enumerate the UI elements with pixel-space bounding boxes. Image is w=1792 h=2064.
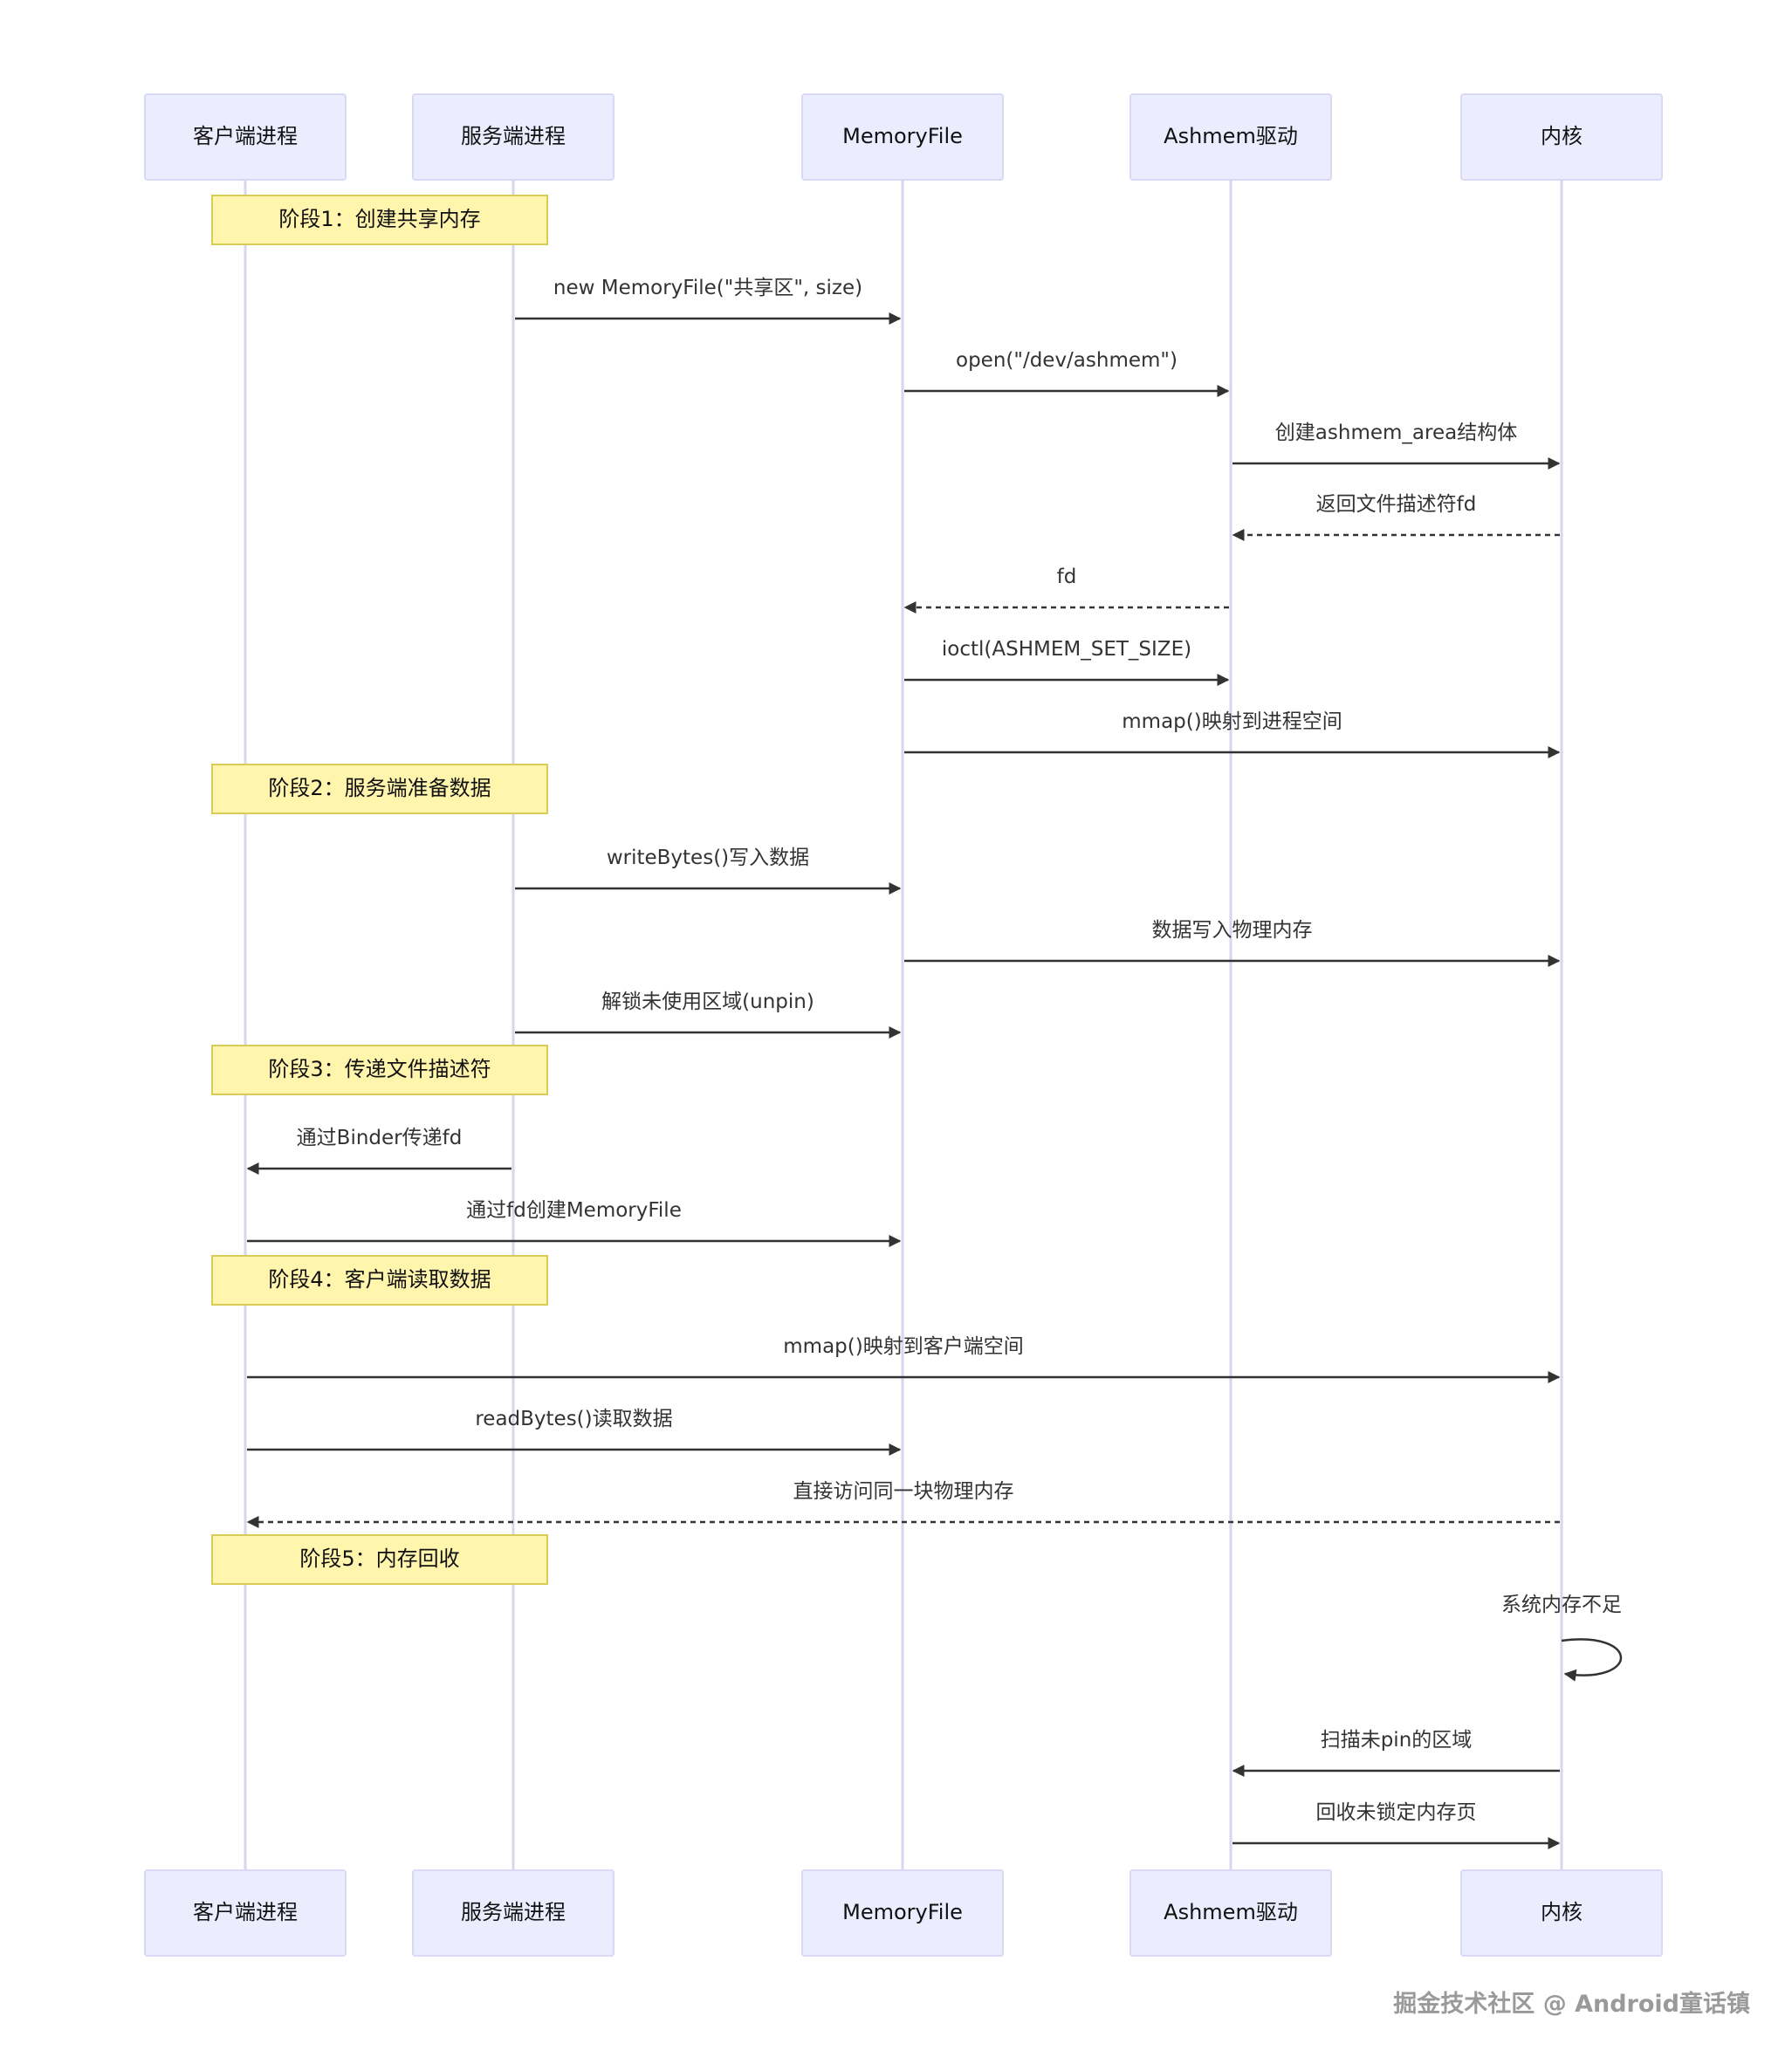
note-box <box>211 1255 548 1306</box>
actor-box <box>1460 1869 1663 1957</box>
message-8: writeBytes()写入数据 <box>515 847 902 895</box>
message-label: 通过fd创建MemoryFile <box>466 1199 682 1222</box>
actor-label: 服务端进程 <box>461 1900 566 1924</box>
note-label: 阶段2：服务端准备数据 <box>268 776 491 800</box>
message-label: 返回文件描述符fd <box>1316 493 1477 516</box>
note-label: 阶段4：客户端读取数据 <box>268 1267 491 1292</box>
actor-label: 客户端进程 <box>193 1900 298 1924</box>
note-label: 阶段1：创建共享内存 <box>278 207 480 231</box>
message-13: mmap()映射到客户端空间 <box>247 1335 1561 1383</box>
message-label: open("/dev/ashmem") <box>956 349 1178 372</box>
message-label: 回收未锁定内存页 <box>1316 1801 1477 1824</box>
note-label: 阶段5：内存回收 <box>299 1546 459 1571</box>
message-3: 创建ashmem_area结构体 <box>1232 422 1561 470</box>
message-14: readBytes()读取数据 <box>247 1408 902 1456</box>
actor-label: Ashmem驱动 <box>1164 1900 1298 1924</box>
message-4: 返回文件描述符fd <box>1232 493 1560 541</box>
message-label: ioctl(ASHMEM_SET_SIZE) <box>942 638 1191 661</box>
message-label: 数据写入物理内存 <box>1152 919 1313 942</box>
message-1: new MemoryFile("共享区", size) <box>515 277 902 325</box>
message-arrow <box>1561 1638 1623 1682</box>
actor-box <box>412 1869 614 1957</box>
phase-note-5: 阶段5：内存回收 <box>211 1534 548 1585</box>
actor-client-top: 客户端进程 <box>144 93 347 181</box>
message-11: 通过Binder传递fd <box>246 1127 512 1175</box>
message-label: mmap()映射到进程空间 <box>1122 710 1342 733</box>
phase-note-1: 阶段1：创建共享内存 <box>211 195 548 245</box>
actor-label: MemoryFile <box>842 124 963 148</box>
message-18: 回收未锁定内存页 <box>1232 1801 1561 1849</box>
message-15: 直接访问同一块物理内存 <box>246 1480 1560 1528</box>
message-label: 系统内存不足 <box>1501 1594 1622 1616</box>
actor-box <box>801 93 1004 181</box>
actor-ashmem-bottom: Ashmem驱动 <box>1129 1869 1332 1957</box>
actor-box <box>1460 93 1663 181</box>
note-box <box>211 1534 548 1585</box>
actor-label: 服务端进程 <box>461 124 566 148</box>
phase-note-3: 阶段3：传递文件描述符 <box>211 1045 548 1095</box>
message-label: 创建ashmem_area结构体 <box>1275 422 1517 444</box>
message-12: 通过fd创建MemoryFile <box>247 1199 902 1247</box>
note-box <box>211 764 548 814</box>
actor-box <box>412 93 614 181</box>
phase-note-2: 阶段2：服务端准备数据 <box>211 764 548 814</box>
message-label: readBytes()读取数据 <box>475 1408 672 1430</box>
actor-label: 客户端进程 <box>193 124 298 148</box>
message-16: 系统内存不足 <box>1501 1594 1623 1682</box>
actor-label: 内核 <box>1541 1900 1583 1924</box>
actor-box <box>801 1869 1004 1957</box>
actor-box <box>144 1869 347 1957</box>
actor-box <box>144 93 347 181</box>
message-5: fd <box>903 566 1229 614</box>
note-box <box>211 1045 548 1095</box>
message-label: 解锁未使用区域(unpin) <box>601 991 814 1013</box>
actor-server-top: 服务端进程 <box>412 93 614 181</box>
message-7: mmap()映射到进程空间 <box>904 710 1561 758</box>
actor-kernel-bottom: 内核 <box>1460 1869 1663 1957</box>
message-label: 通过Binder传递fd <box>297 1127 463 1149</box>
message-label: new MemoryFile("共享区", size) <box>553 277 862 299</box>
actor-box <box>1129 1869 1332 1957</box>
actor-memfile-bottom: MemoryFile <box>801 1869 1004 1957</box>
note-box <box>211 195 548 245</box>
message-label: fd <box>1057 566 1077 588</box>
watermark: 掘金技术社区 @ Android童话镇 <box>1393 1990 1750 2018</box>
actor-label: Ashmem驱动 <box>1164 124 1298 148</box>
phase-note-4: 阶段4：客户端读取数据 <box>211 1255 548 1306</box>
actor-ashmem-top: Ashmem驱动 <box>1129 93 1332 181</box>
actor-label: 内核 <box>1541 124 1583 148</box>
message-17: 扫描未pin的区域 <box>1232 1729 1560 1777</box>
message-label: 直接访问同一块物理内存 <box>793 1480 1014 1503</box>
actor-client-bottom: 客户端进程 <box>144 1869 347 1957</box>
note-label: 阶段3：传递文件描述符 <box>268 1057 491 1081</box>
message-label: mmap()映射到客户端空间 <box>783 1335 1023 1358</box>
actor-kernel-top: 内核 <box>1460 93 1663 181</box>
message-9: 数据写入物理内存 <box>904 919 1561 967</box>
message-10: 解锁未使用区域(unpin) <box>515 991 902 1039</box>
message-label: writeBytes()写入数据 <box>607 847 809 869</box>
actor-memfile-top: MemoryFile <box>801 93 1004 181</box>
message-6: ioctl(ASHMEM_SET_SIZE) <box>904 638 1230 686</box>
actor-box <box>1129 93 1332 181</box>
actor-server-bottom: 服务端进程 <box>412 1869 614 1957</box>
message-label: 扫描未pin的区域 <box>1321 1729 1473 1752</box>
actor-label: MemoryFile <box>842 1900 963 1924</box>
message-2: open("/dev/ashmem") <box>904 349 1230 397</box>
